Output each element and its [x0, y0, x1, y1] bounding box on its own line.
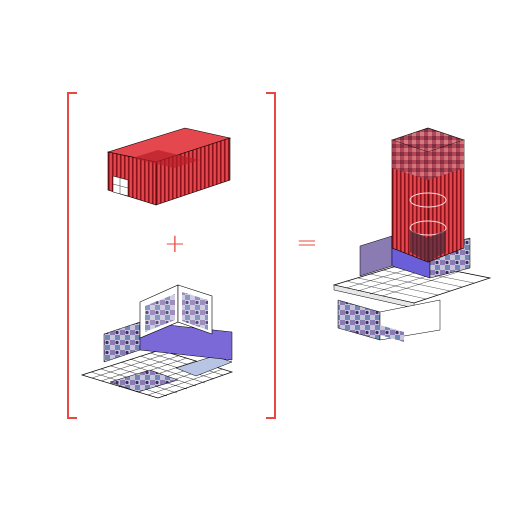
- left-bracket: [67, 92, 77, 419]
- plus-operator: +: [164, 229, 186, 259]
- combined-tower: [332, 127, 492, 342]
- equals-operator: =: [296, 228, 318, 258]
- activity-platform: [80, 284, 234, 399]
- red-volume: [106, 127, 232, 206]
- right-bracket: [266, 92, 276, 419]
